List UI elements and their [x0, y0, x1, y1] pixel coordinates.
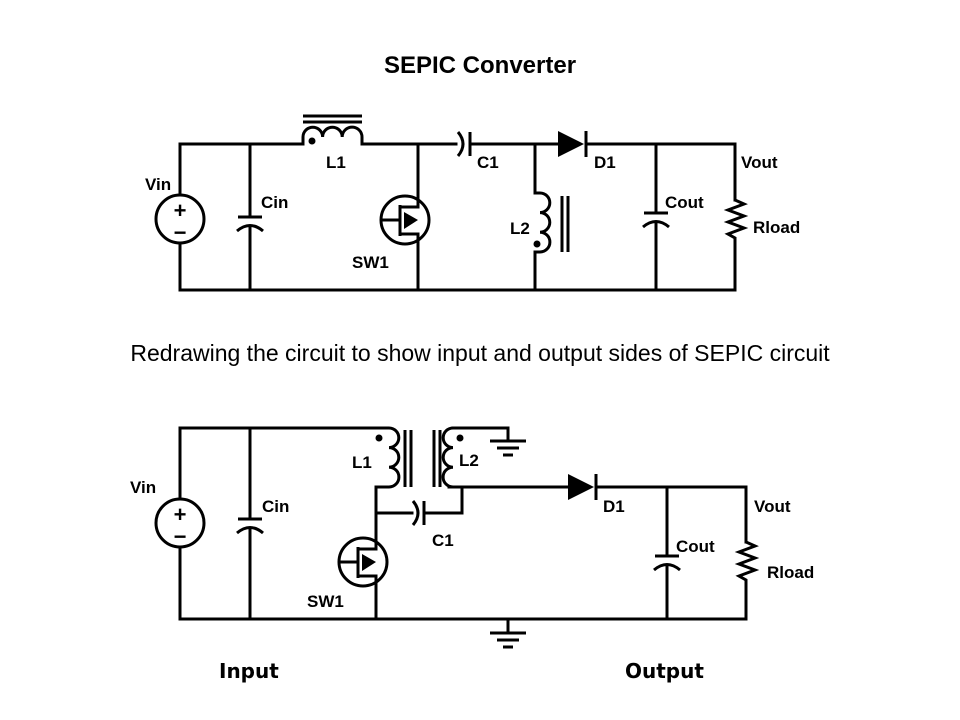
- wire: [178, 142, 305, 199]
- ground-icon-bottom: [490, 631, 526, 649]
- top-cout-capacitor: [642, 211, 670, 229]
- mosfet-arrow-icon: [404, 212, 418, 229]
- capacitor-curved-plate: [411, 500, 420, 526]
- top-d1-diode: [558, 131, 588, 157]
- capacitor-curved-plate: [236, 526, 264, 535]
- top-sw1-mosfet: [379, 194, 431, 246]
- bottom-l1-label: L1: [352, 453, 372, 472]
- bottom-d1-diode: [568, 474, 598, 500]
- diode-icon: [568, 474, 594, 500]
- bottom-l1-inductor: [375, 426, 413, 489]
- source-plus: +: [174, 502, 187, 527]
- source-minus: −: [174, 524, 187, 549]
- capacitor-curved-plate: [642, 220, 670, 229]
- bottom-sw1-label: SW1: [307, 592, 344, 611]
- bottom-cin-label: Cin: [262, 497, 289, 516]
- inductor-coil-icon: [387, 426, 401, 489]
- voltage-source-icon: [154, 193, 206, 245]
- bottom-cout-capacitor: [653, 554, 681, 572]
- caption-text: Redrawing the circuit to show input and …: [130, 340, 830, 366]
- wire: [451, 426, 510, 442]
- wire: [374, 485, 389, 544]
- capacitor-curved-plate: [236, 224, 264, 233]
- capacitor-curved-plate: [456, 131, 465, 157]
- top-c1-label: C1: [477, 153, 499, 172]
- top-rload-label: Rload: [753, 218, 800, 237]
- bottom-l2-label: L2: [459, 451, 479, 470]
- wire: [594, 485, 748, 544]
- wire: [178, 426, 389, 502]
- capacitor-curved-plate: [653, 563, 681, 572]
- mosfet-source: [358, 574, 378, 590]
- resistor-icon: [734, 540, 760, 586]
- inductor-coil-icon: [535, 191, 552, 254]
- mosfet-source: [400, 232, 420, 243]
- voltage-source-icon: [154, 497, 206, 549]
- top-wires: [178, 142, 737, 292]
- bottom-d1-label: D1: [603, 497, 625, 516]
- mosfet-arrow-icon: [362, 554, 376, 571]
- top-l2-inductor: [533, 191, 570, 254]
- polarity-dot-icon: [308, 137, 316, 145]
- wire: [584, 142, 737, 202]
- top-l1-label: L1: [326, 153, 346, 172]
- top-l2-label: L2: [510, 219, 530, 238]
- top-schematic: + − Vin Cin L1 SW1: [145, 114, 800, 292]
- top-cout-label: Cout: [665, 193, 704, 212]
- top-vin-label: Vin: [145, 175, 171, 194]
- bottom-cout-label: Cout: [676, 537, 715, 556]
- bottom-wires: [178, 426, 748, 634]
- polarity-dot-icon: [456, 434, 464, 442]
- diode-icon: [558, 131, 584, 157]
- bottom-vout-label: Vout: [754, 497, 791, 516]
- top-vout-label: Vout: [741, 153, 778, 172]
- bottom-c1-label: C1: [432, 531, 454, 550]
- mosfet-drain: [358, 541, 378, 551]
- bottom-vin-source: + −: [154, 497, 206, 549]
- top-d1-label: D1: [594, 153, 616, 172]
- bottom-schematic: + − Vin Cin L1 L2: [130, 426, 814, 683]
- input-side-label: Input: [219, 659, 279, 683]
- bottom-vin-label: Vin: [130, 478, 156, 497]
- inductor-coil-icon: [301, 125, 364, 144]
- top-vin-source: + −: [154, 193, 206, 245]
- top-rload-resistor: [723, 198, 749, 242]
- bottom-rload-resistor: [734, 540, 760, 586]
- bottom-rload-label: Rload: [767, 563, 814, 582]
- bottom-sw1-mosfet: [337, 536, 389, 590]
- polarity-dot-icon: [375, 434, 383, 442]
- top-cin-capacitor: [236, 215, 264, 233]
- mosfet-drain: [400, 195, 420, 209]
- wire: [178, 544, 748, 621]
- polarity-dot-icon: [533, 240, 541, 248]
- top-c1-capacitor: [456, 131, 472, 157]
- ground-icon-top: [490, 439, 526, 457]
- top-sw1-label: SW1: [352, 253, 389, 272]
- top-l1-inductor: [301, 114, 364, 145]
- bottom-c1-capacitor: [411, 500, 426, 526]
- output-side-label: Output: [625, 659, 704, 683]
- resistor-icon: [723, 198, 749, 242]
- top-cin-label: Cin: [261, 193, 288, 212]
- wire: [178, 239, 737, 292]
- source-minus: −: [174, 220, 187, 245]
- wire: [422, 485, 464, 515]
- slide-title: SEPIC Converter: [384, 52, 576, 79]
- inductor-coil-icon: [441, 426, 455, 489]
- source-plus: +: [174, 198, 187, 223]
- bottom-l2-inductor: [432, 426, 464, 489]
- bottom-cin-capacitor: [236, 517, 264, 535]
